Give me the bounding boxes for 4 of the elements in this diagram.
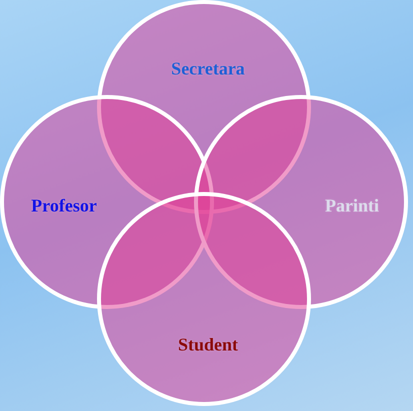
circle-label: Profesor [31, 196, 97, 216]
circle-label: Student [178, 334, 238, 356]
circle-label: Secretara [171, 58, 245, 80]
circle-label: Parinti [325, 196, 379, 216]
